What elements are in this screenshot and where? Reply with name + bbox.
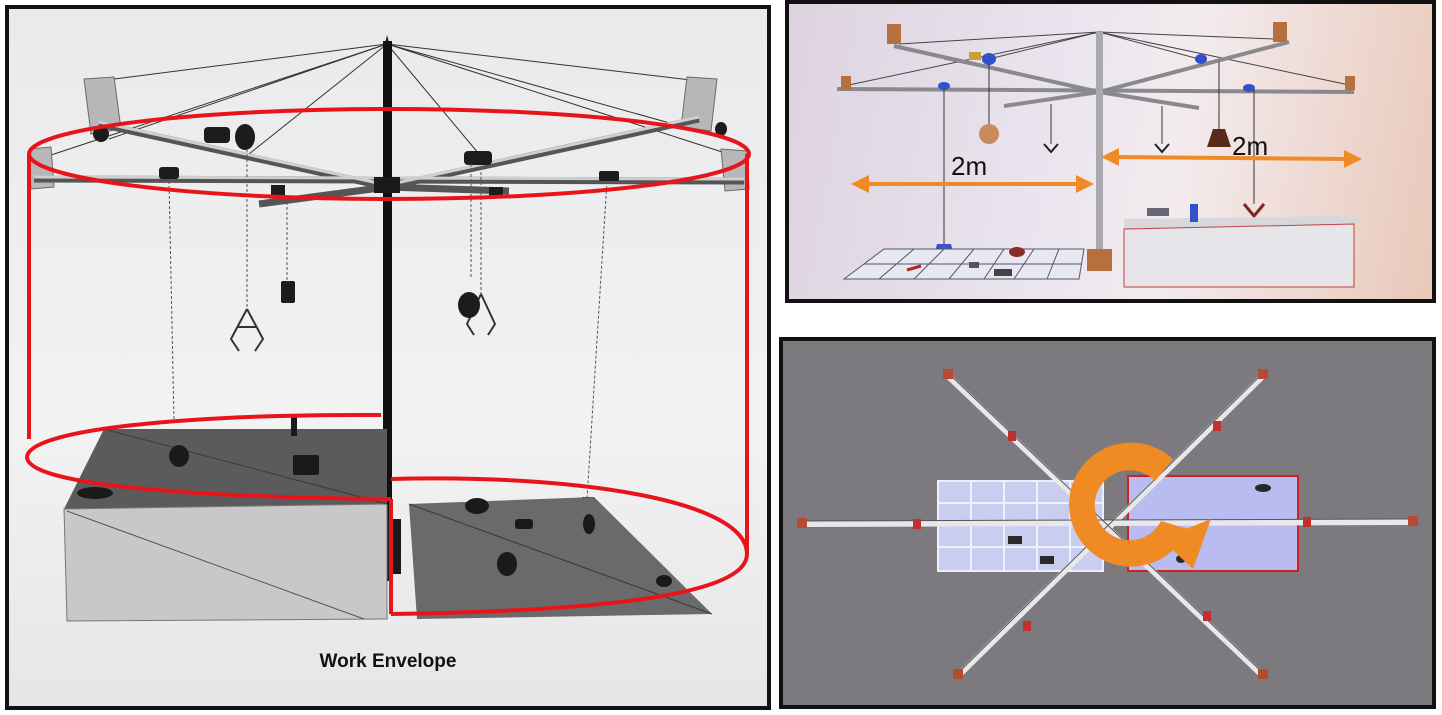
dimension-label-left: 2m [951,151,988,181]
rotating-arms [836,40,1355,110]
mast-top [383,35,392,54]
mast-base [1087,249,1112,271]
top-view-rotation-panel [779,337,1436,709]
hoist-cables [168,149,608,500]
right-table [408,497,713,619]
table-bottle [1190,204,1198,222]
work-envelope-panel: Work Envelope [5,5,771,710]
central-mast [383,41,392,581]
grid-objects [906,247,1025,276]
mast-hub [374,177,400,193]
reach-illustration [836,22,1362,288]
work-envelope-outline [24,107,751,616]
reach-dimension-panel: 2m 2m [785,0,1436,303]
hoist-cables [943,62,1255,249]
dimension-label-right: 2m [1232,131,1269,161]
work-envelope-illustration [24,35,751,622]
right-table [1123,204,1359,288]
trolleys [913,421,1311,631]
arm-end-caps [797,369,1418,679]
arm-trolleys [93,122,727,197]
top-view-illustration [797,369,1418,679]
arm-edges [802,372,1414,674]
arm-end-blocks [841,22,1355,90]
support-wires [38,43,745,160]
trolley-yellow [969,52,981,60]
left-table [63,428,388,622]
table-objects [77,414,672,587]
grippers [229,293,497,352]
dimension-arrows [851,148,1362,193]
table-tool [1147,208,1169,216]
rotating-arms [802,373,1414,679]
work-envelope-caption: Work Envelope [319,651,457,672]
floor-grid [842,248,1085,280]
central-mast [1096,32,1103,257]
rotation-arrow-icon [1069,442,1211,569]
arm-trolleys [938,53,1255,92]
